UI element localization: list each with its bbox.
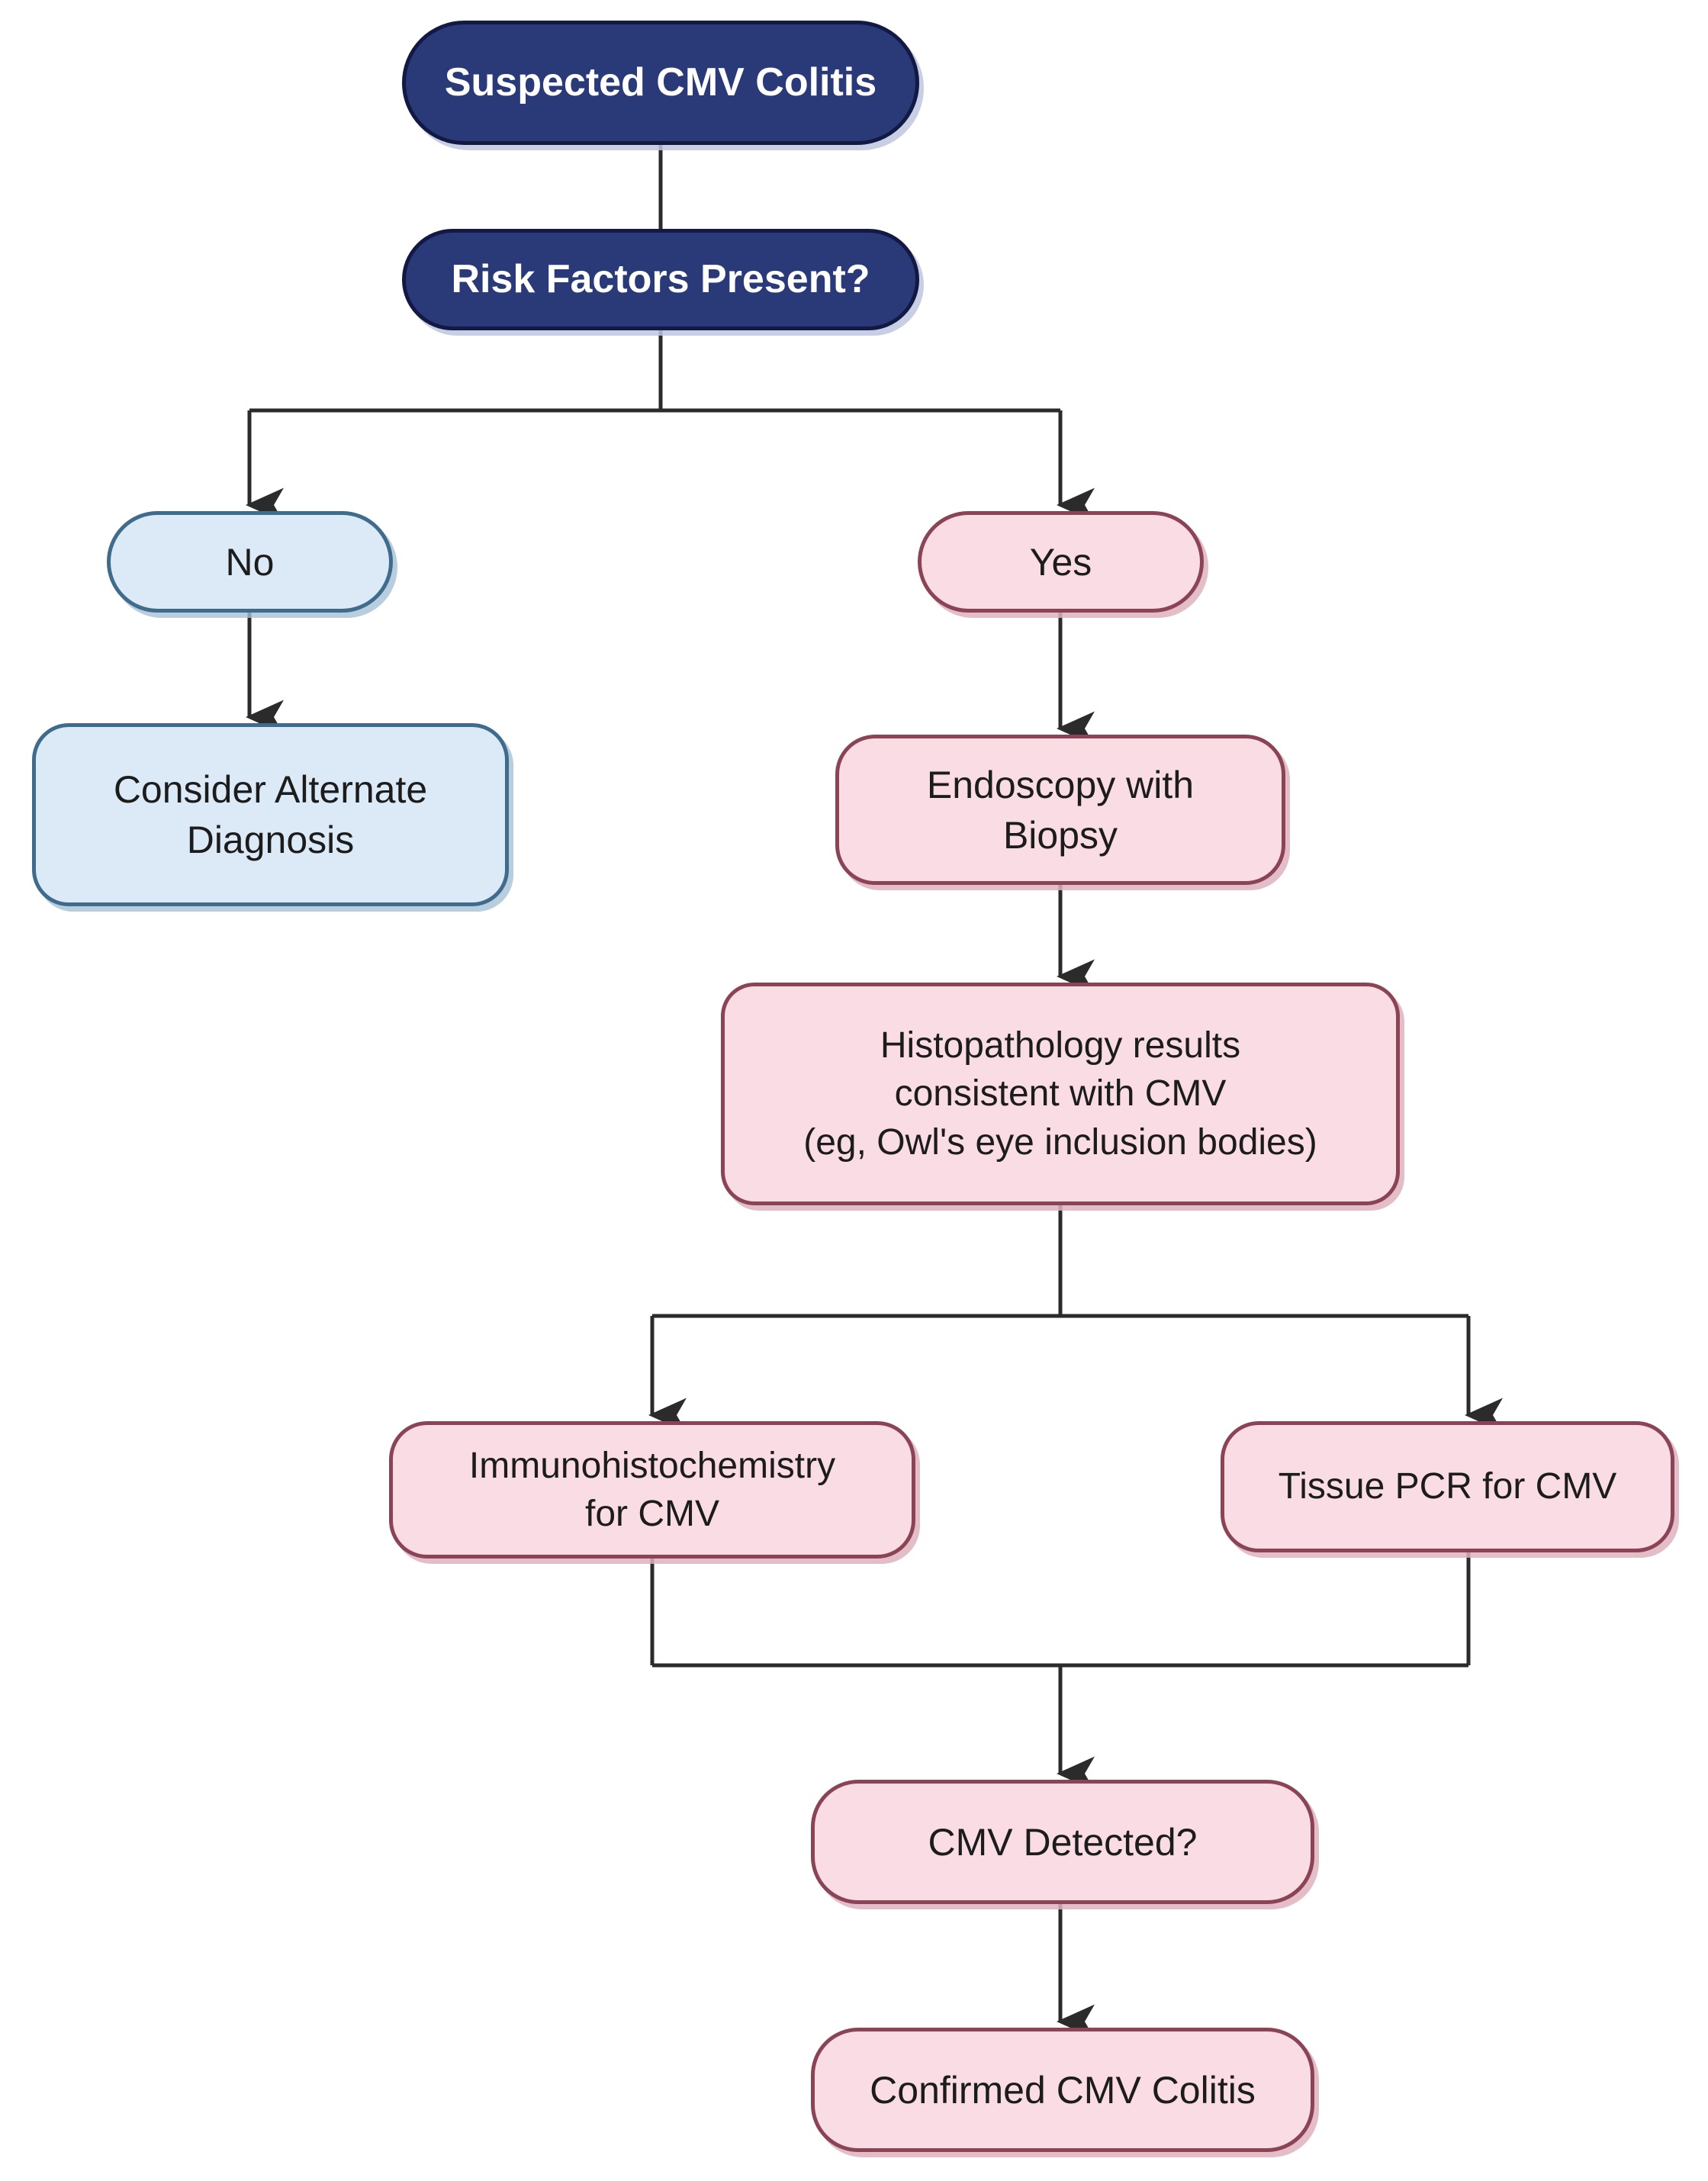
node-yes[interactable]: Yes: [918, 511, 1204, 613]
node-confirmed-cmv-colitis[interactable]: Confirmed CMV Colitis: [811, 2028, 1314, 2152]
node-cmv-detected[interactable]: CMV Detected?: [811, 1780, 1314, 1904]
node-label: Confirmed CMV Colitis: [870, 2068, 1256, 2112]
node-endoscopy-with-biopsy[interactable]: Endoscopy with Biopsy: [835, 735, 1285, 885]
node-label: Histopathology results consistent with C…: [803, 1025, 1317, 1163]
node-label: CMV Detected?: [928, 1820, 1198, 1864]
node-label: Tissue PCR for CMV: [1278, 1466, 1617, 1507]
node-label: Immunohistochemistry for CMV: [468, 1445, 836, 1534]
node-no[interactable]: No: [107, 511, 393, 613]
node-risk-factors-present[interactable]: Risk Factors Present?: [402, 229, 919, 330]
node-suspected-cmv-colitis[interactable]: Suspected CMV Colitis: [402, 21, 919, 145]
node-tissue-pcr-for-cmv[interactable]: Tissue PCR for CMV: [1221, 1421, 1674, 1552]
node-immunohistochemistry-for-cmv[interactable]: Immunohistochemistry for CMV: [389, 1421, 915, 1559]
node-label: Suspected CMV Colitis: [444, 60, 877, 105]
node-histopathology-results[interactable]: Histopathology results consistent with C…: [721, 983, 1400, 1205]
node-label: Risk Factors Present?: [451, 257, 870, 302]
node-consider-alternate-diagnosis[interactable]: Consider Alternate Diagnosis: [32, 723, 509, 906]
node-label: Endoscopy with Biopsy: [926, 763, 1195, 857]
node-label: Yes: [1029, 540, 1092, 584]
node-label: No: [225, 540, 275, 584]
node-label: Consider Alternate Diagnosis: [113, 768, 428, 861]
